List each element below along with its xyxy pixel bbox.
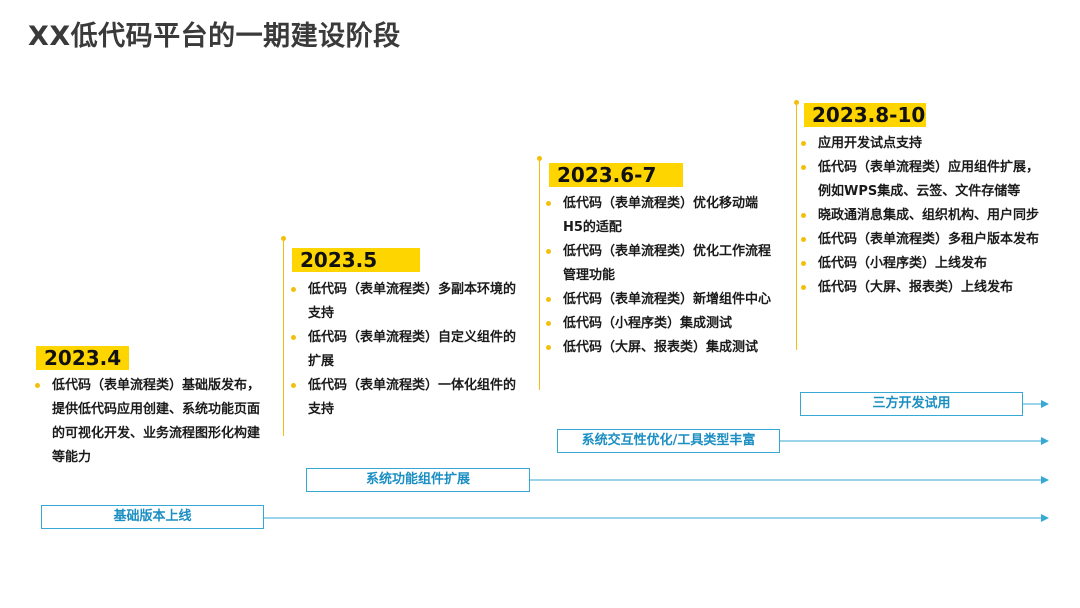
stage-date-label: 2023.8-10 (804, 103, 926, 127)
stage-item: 低代码（表单流程类）多租户版本发布 (796, 228, 1046, 252)
stage-item: 低代码（表单流程类）优化工作流程管理功能 (541, 240, 775, 288)
stage-item: 低代码（大屏、报表类）集成测试 (541, 336, 775, 360)
page-title: XX低代码平台的一期建设阶段 (28, 21, 401, 52)
stage-item-list: 低代码（表单流程类）基础版发布，提供低代码应用创建、系统功能页面的可视化开发、业… (30, 374, 270, 470)
stage-date-label: 2023.5 (292, 248, 420, 272)
track-interaction-optimization: 系统交互性优化/工具类型丰富 (557, 429, 780, 453)
stage-marker-line (537, 156, 542, 390)
stage-item-list: 低代码（表单流程类）多副本环境的支持 低代码（表单流程类）自定义组件的扩展 低代… (286, 278, 522, 422)
stage-date-label: 2023.4 (36, 346, 130, 370)
track-third-party-trial: 三方开发试用 (800, 392, 1023, 416)
stage-item: 低代码（表单流程类）基础版发布，提供低代码应用创建、系统功能页面的可视化开发、业… (30, 374, 270, 470)
stage-marker-line (794, 100, 799, 350)
stage-marker-line (281, 236, 286, 436)
stage-item: 低代码（表单流程类）一体化组件的支持 (286, 374, 522, 422)
stage-item-list: 应用开发试点支持 低代码（表单流程类）应用组件扩展，例如WPS集成、云签、文件存… (796, 132, 1046, 300)
stage-item: 低代码（表单流程类）新增组件中心 (541, 288, 775, 312)
stage-date-label: 2023.6-7 (549, 163, 683, 187)
track-base-version-launch: 基础版本上线 (41, 505, 264, 529)
stage-item: 低代码（表单流程类）自定义组件的扩展 (286, 326, 522, 374)
stage-item: 晓政通消息集成、组织机构、用户同步 (796, 204, 1046, 228)
stage-item: 应用开发试点支持 (796, 132, 1046, 156)
stage-item: 低代码（表单流程类）应用组件扩展，例如WPS集成、云签、文件存储等 (796, 156, 1046, 204)
stage-item: 低代码（大屏、报表类）上线发布 (796, 276, 1046, 300)
track-component-extension: 系统功能组件扩展 (306, 468, 530, 492)
stage-item: 低代码（表单流程类）多副本环境的支持 (286, 278, 522, 326)
stage-item-list: 低代码（表单流程类）优化移动端H5的适配 低代码（表单流程类）优化工作流程管理功… (541, 192, 775, 360)
stage-item: 低代码（表单流程类）优化移动端H5的适配 (541, 192, 775, 240)
stage-item: 低代码（小程序类）集成测试 (541, 312, 775, 336)
stage-item: 低代码（小程序类）上线发布 (796, 252, 1046, 276)
